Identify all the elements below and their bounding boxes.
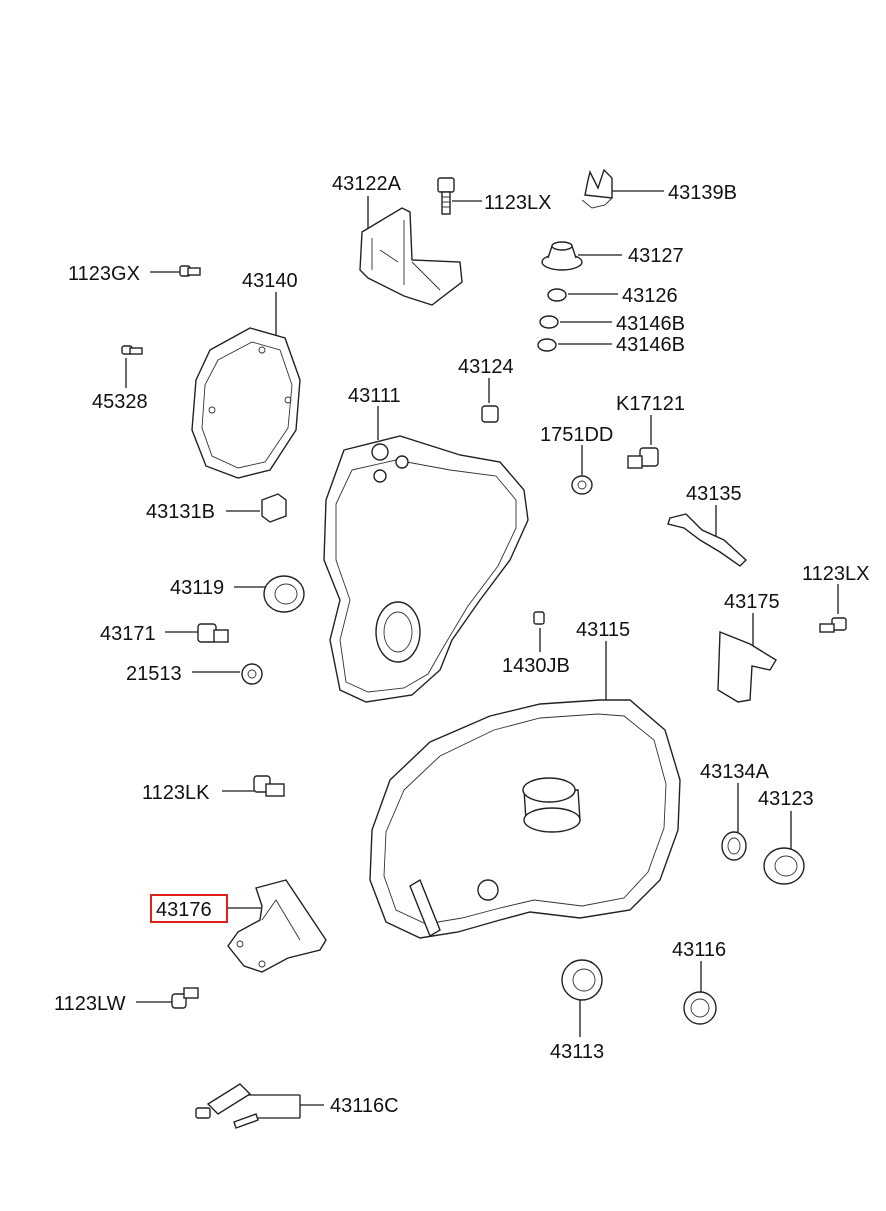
ring-43134A-icon [721,831,747,861]
bracket-43122A-icon [359,207,463,306]
bolt-1123LW-icon [171,987,199,1009]
bushing-43124-icon [481,405,499,423]
nut-43126-icon [547,288,567,302]
seal-43123-icon [763,847,805,885]
cover-43176-icon [227,879,327,973]
label-43123[interactable]: 43123 [758,788,814,810]
label-43116[interactable]: 43116 [672,939,726,961]
bolt-1123LX-right-icon [819,617,847,633]
label-43146B-1[interactable]: 43146B [616,313,685,335]
label-43126[interactable]: 43126 [622,285,678,307]
pin-45328-icon [121,345,143,355]
label-21513[interactable]: 21513 [126,663,182,685]
washer-21513-icon [241,663,263,685]
seal-43113-icon [561,959,603,1001]
label-43140[interactable]: 43140 [242,270,298,292]
label-43115[interactable]: 43115 [576,619,630,641]
case-43111-icon [323,435,529,703]
bolt-43171-icon [197,623,229,643]
label-43134A[interactable]: 43134A [700,761,770,783]
bolt-1123GX-icon [179,265,201,277]
cap-43127-icon [541,241,583,271]
label-1123LX-top[interactable]: 1123LX [484,192,551,214]
label-1123GX[interactable]: 1123GX [68,263,140,285]
label-43176[interactable]: 43176 [156,899,212,921]
washer-43146B-1-icon [539,315,559,329]
label-1123LK[interactable]: 1123LK [142,782,210,804]
bolt-K17121-icon [627,447,659,469]
label-1751DD[interactable]: 1751DD [540,424,613,446]
washer-1751DD-icon [571,475,593,495]
clip-43139B-icon [581,168,613,209]
label-43135[interactable]: 43135 [686,483,742,505]
highlight-box-43176 [150,894,228,923]
bolt-1123LK-icon [253,775,285,797]
label-43111[interactable]: 43111 [348,385,401,407]
label-43131B[interactable]: 43131B [146,501,215,523]
label-43171[interactable]: 43171 [100,623,156,645]
label-43139B[interactable]: 43139B [668,182,737,204]
label-43116C[interactable]: 43116C [330,1095,399,1117]
label-43175[interactable]: 43175 [724,591,780,613]
label-43124[interactable]: 43124 [458,356,514,378]
label-43113[interactable]: 43113 [550,1041,604,1063]
housing-43115-icon [369,699,681,939]
seal-43119-icon [263,575,305,613]
plate-43135-icon [667,513,748,567]
leader-lines [125,190,839,1119]
block-43131B-icon [261,493,287,523]
label-43122A[interactable]: 43122A [332,173,402,195]
dowel-1430JB-icon [533,611,545,625]
bolt-1123LX-top-icon [437,177,455,215]
bracket-43175-icon [717,630,777,703]
label-43119[interactable]: 43119 [170,577,224,599]
label-43127[interactable]: 43127 [628,245,684,267]
label-K17121[interactable]: K17121 [616,393,685,415]
plug-43116-icon [683,991,717,1025]
cover-43140-icon [191,327,301,479]
label-1123LX-right[interactable]: 1123LX [802,563,869,585]
label-1123LW[interactable]: 1123LW [54,993,126,1015]
washer-43146B-2-icon [537,338,557,352]
label-43146B-2[interactable]: 43146B [616,334,685,356]
label-45328[interactable]: 45328 [92,391,148,413]
sealant-tube-43116C-icon [195,1083,259,1129]
part-labels: 43122A 1123LX 43139B 1123GX 43140 43127 … [54,173,869,1117]
label-1430JB[interactable]: 1430JB [502,655,570,677]
